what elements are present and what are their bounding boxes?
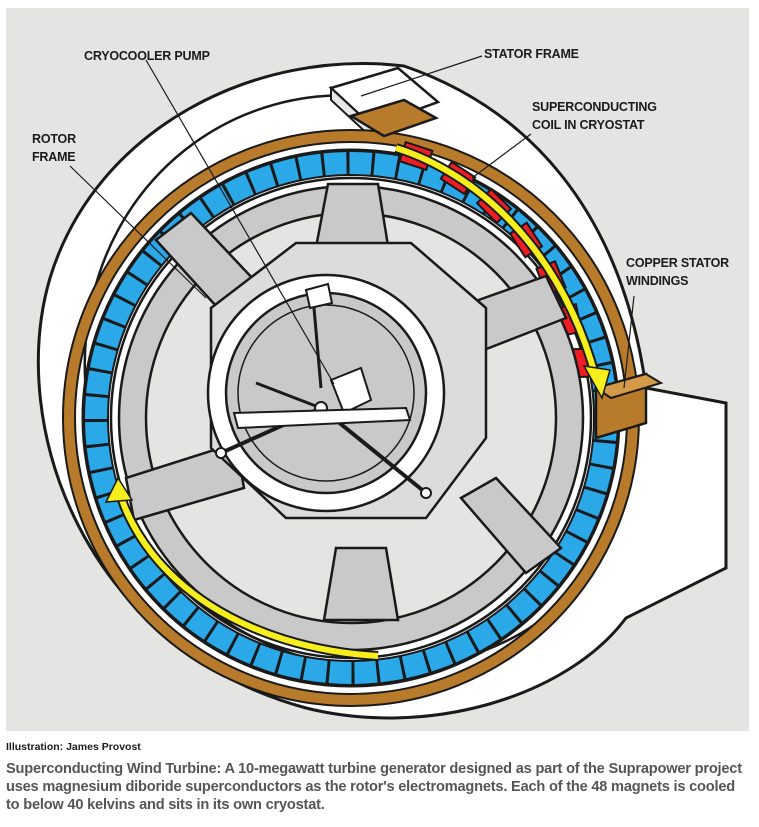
figure-caption: Superconducting Wind Turbine: A 10-megaw… (6, 760, 751, 814)
caption-body: A 10-megawatt turbine generator designed… (6, 761, 742, 813)
illustration-credit: Illustration: James Provost (6, 741, 141, 753)
cryocooler-pump (215, 282, 432, 499)
label-rotor-frame-2: FRAME (32, 150, 75, 164)
copper-stator-top-block (347, 98, 440, 138)
label-rotor-frame-1: ROTOR (32, 132, 76, 146)
rotor-hub (206, 241, 488, 520)
spoke-left (124, 441, 246, 522)
generator-diagram: CRYOCOOLER PUMP STATOR FRAME SUPERCONDUC… (6, 8, 749, 731)
copper-stator-block (593, 372, 664, 440)
callout-lines (69, 55, 635, 389)
caption-title: Superconducting Wind Turbine: (6, 761, 222, 777)
label-superconducting-coil-2: COIL IN CRYOSTAT (532, 118, 645, 132)
rotation-arrows (104, 143, 611, 661)
label-copper-stator-2: WINDINGS (626, 274, 688, 288)
spoke-lower-right (459, 476, 563, 575)
illustration-panel: CRYOCOOLER PUMP STATOR FRAME SUPERCONDUC… (6, 8, 749, 731)
label-stator-frame: STATOR FRAME (484, 47, 579, 61)
label-cryocooler-pump: CRYOCOOLER PUMP (84, 49, 210, 63)
label-copper-stator-1: COPPER STATOR (626, 256, 729, 270)
label-superconducting-coil-1: SUPERCONDUCTING (532, 100, 657, 114)
spoke-bottom (322, 546, 400, 622)
